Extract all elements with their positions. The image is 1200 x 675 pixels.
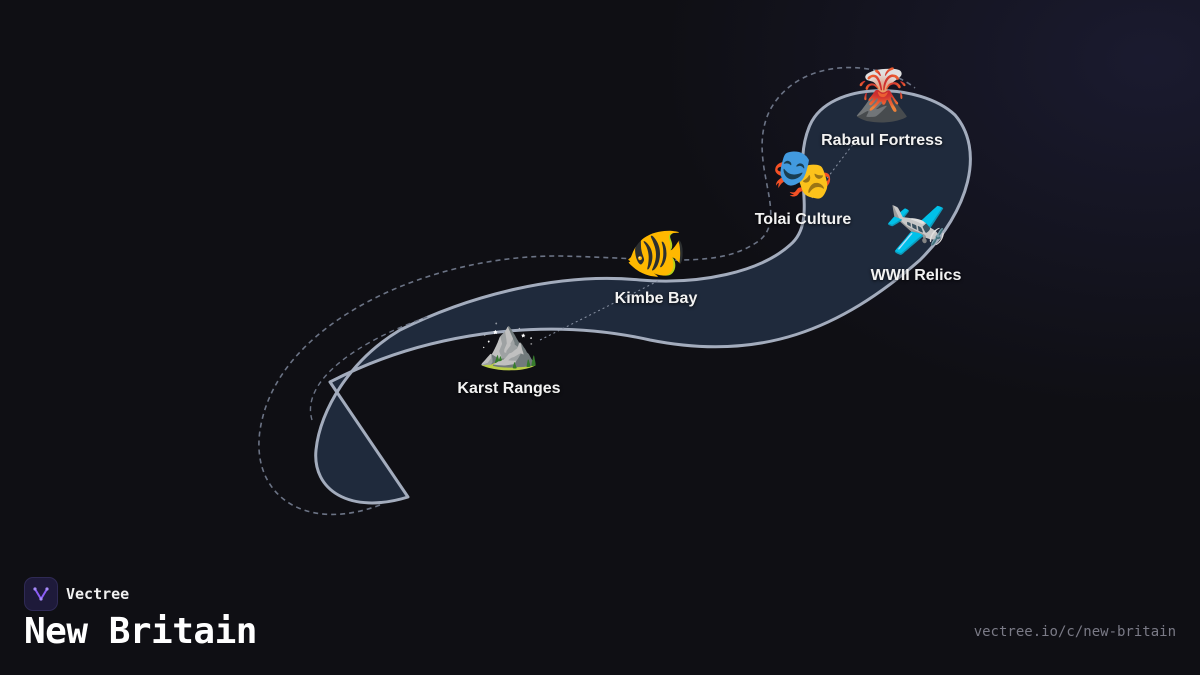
source-url[interactable]: vectree.io/c/new-britain [973, 624, 1176, 640]
connector-tolai-rabaul [811, 134, 861, 199]
poi-karst-ranges[interactable]: ⛰️ Karst Ranges [429, 314, 589, 398]
page-title: New Britain [24, 611, 257, 652]
island-landmass [314, 89, 972, 505]
tropical-fish-icon: 🐠 [624, 224, 688, 282]
mountain-icon: ⛰️ [477, 314, 541, 372]
poi-label: Karst Ranges [457, 380, 561, 397]
volcano-icon: 🌋 [850, 66, 914, 124]
dashed-route [258, 66, 916, 516]
poi-tolai-culture[interactable]: 🎭 Tolai Culture [723, 145, 883, 229]
poi-label: Kimbe Bay [614, 290, 698, 307]
brand-name: Vectree [66, 585, 130, 603]
vectree-logo-icon [24, 577, 58, 611]
poi-label: WWII Relics [870, 267, 962, 284]
poi-label: Tolai Culture [754, 211, 852, 228]
connector-karst-kimbe [539, 279, 661, 341]
poi-label: Rabaul Fortress [821, 132, 943, 149]
poi-kimbe-bay[interactable]: 🐠 Kimbe Bay [576, 224, 736, 308]
airplane-icon: 🛩️ [884, 201, 948, 259]
poi-rabaul-fortress[interactable]: 🌋 Rabaul Fortress [802, 66, 962, 150]
poi-wwii-relics[interactable]: 🛩️ WWII Relics [836, 201, 996, 285]
theater-masks-icon: 🎭 [771, 145, 835, 203]
brand[interactable]: Vectree [24, 577, 129, 611]
